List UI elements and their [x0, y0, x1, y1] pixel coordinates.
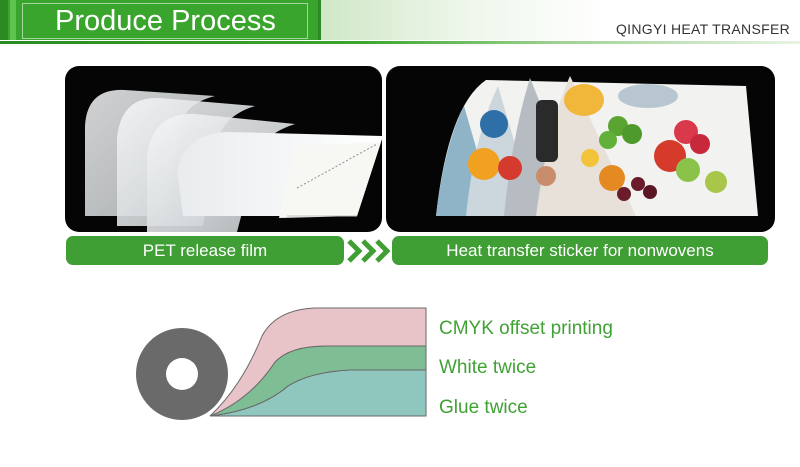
pet-film-illustration — [85, 89, 382, 232]
header-fade — [318, 0, 800, 40]
roll-core — [166, 358, 198, 390]
header-rule — [0, 41, 800, 44]
layer-roll-diagram — [136, 307, 427, 420]
header-stripe-light — [10, 0, 16, 40]
header-stripe — [0, 0, 8, 40]
layer-label-white: White twice — [439, 357, 537, 378]
page-title: Produce Process — [22, 3, 308, 39]
pet-film-photo — [65, 66, 382, 232]
sticker-illustration — [436, 76, 758, 216]
cmyk-layer — [209, 307, 427, 417]
header-divider — [318, 0, 321, 40]
layer-label-cmyk: CMYK offset printing — [439, 318, 613, 339]
brand-name: QINGYI HEAT TRANSFER — [615, 21, 790, 37]
chevron-right-icon — [347, 239, 391, 263]
layer-label-glue: Glue twice — [439, 397, 528, 418]
pet-film-label: PET release film — [66, 236, 344, 265]
header-title-bar: Produce Process — [0, 0, 318, 40]
header: Produce Process QINGYI HEAT TRANSFER — [0, 0, 800, 44]
sticker-photo — [386, 66, 775, 232]
sticker-label: Heat transfer sticker for nonwovens — [392, 236, 768, 265]
